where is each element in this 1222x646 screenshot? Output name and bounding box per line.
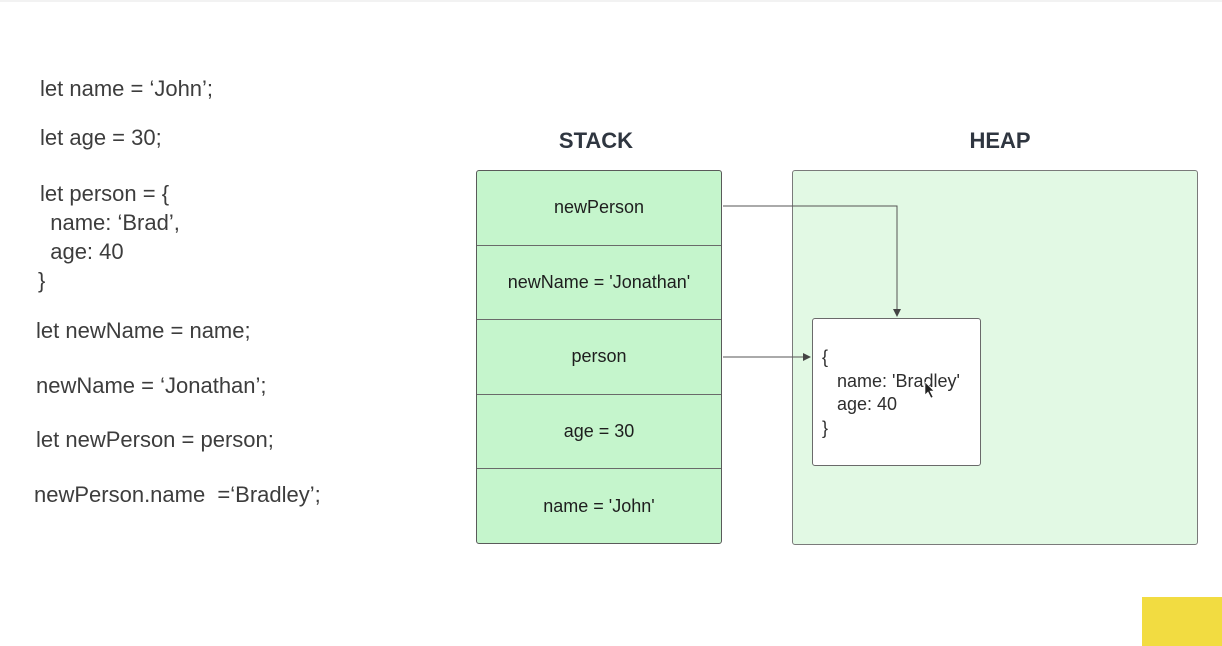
stack-cell-person: person — [477, 320, 721, 395]
code-line-1: let name = ‘John’; — [40, 76, 214, 101]
stack-cell-name: name = 'John' — [543, 495, 655, 516]
heap-object-close-brace: } — [822, 418, 829, 438]
stack-title: STACK — [558, 128, 634, 153]
heap-object — [812, 318, 981, 466]
code-line-6: } — [38, 268, 46, 293]
stack-cell-newname: newName = 'Jonathan' — [477, 246, 721, 321]
code-line-7: let newName = name; — [36, 318, 251, 343]
stack-cell-age: age = 30 — [477, 395, 721, 470]
code-line-10: newPerson.name =‘Bradley’; — [34, 482, 321, 507]
code-line-9: let newPerson = person; — [36, 427, 274, 452]
heap-object-age-line: age: 40 — [822, 394, 898, 414]
stack-box: newPerson newName = 'Jonathan' person ag… — [476, 170, 722, 544]
code-line-4: name: ‘Brad’, — [38, 210, 180, 235]
heap-object-name-line: name: 'Bradley' — [822, 371, 960, 391]
code-line-2: let age = 30; — [40, 125, 162, 150]
code-line-3: let person = { — [40, 181, 170, 206]
code-line-8: newName = ‘Jonathan’; — [36, 373, 267, 398]
heap-object-open-brace: { — [822, 347, 829, 367]
heap-title: HEAP — [969, 128, 1031, 153]
code-line-5: age: 40 — [38, 239, 124, 264]
top-divider — [0, 0, 1222, 2]
accent-square — [1142, 597, 1222, 646]
stack-cell-newperson: newPerson — [477, 171, 721, 246]
